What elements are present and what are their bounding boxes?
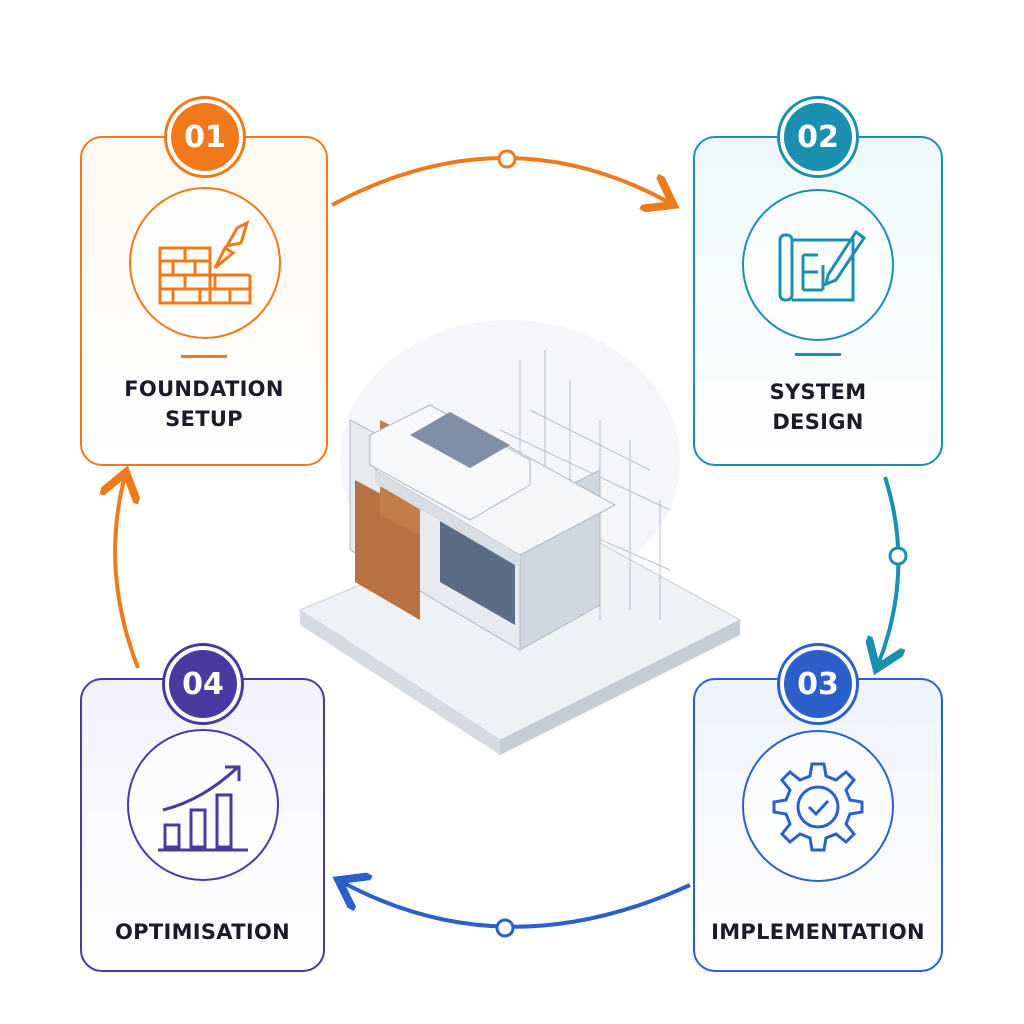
step-badge-04: 04 bbox=[162, 643, 244, 725]
building-illustration bbox=[298, 320, 742, 755]
step-title: IMPLEMENTATION bbox=[711, 920, 925, 944]
growth-chart-icon bbox=[127, 729, 279, 881]
gear-check-icon bbox=[742, 730, 894, 882]
brick-wall-trowel-icon bbox=[129, 187, 281, 339]
step-badge-01: 01 bbox=[164, 96, 246, 178]
arrow-02-to-03 bbox=[878, 476, 898, 665]
arrow-04-to-01 bbox=[115, 476, 138, 669]
step-title: OPTIMISATION bbox=[114, 920, 290, 944]
step-badge-03: 03 bbox=[777, 643, 859, 725]
blueprint-pencil-icon bbox=[742, 189, 894, 341]
arrow-node bbox=[497, 149, 517, 169]
divider bbox=[795, 353, 841, 356]
divider bbox=[181, 355, 227, 358]
arrow-03-to-04 bbox=[342, 882, 691, 929]
arrow-node bbox=[495, 918, 515, 938]
arrow-node bbox=[888, 546, 908, 566]
step-badge-02: 02 bbox=[777, 96, 859, 178]
